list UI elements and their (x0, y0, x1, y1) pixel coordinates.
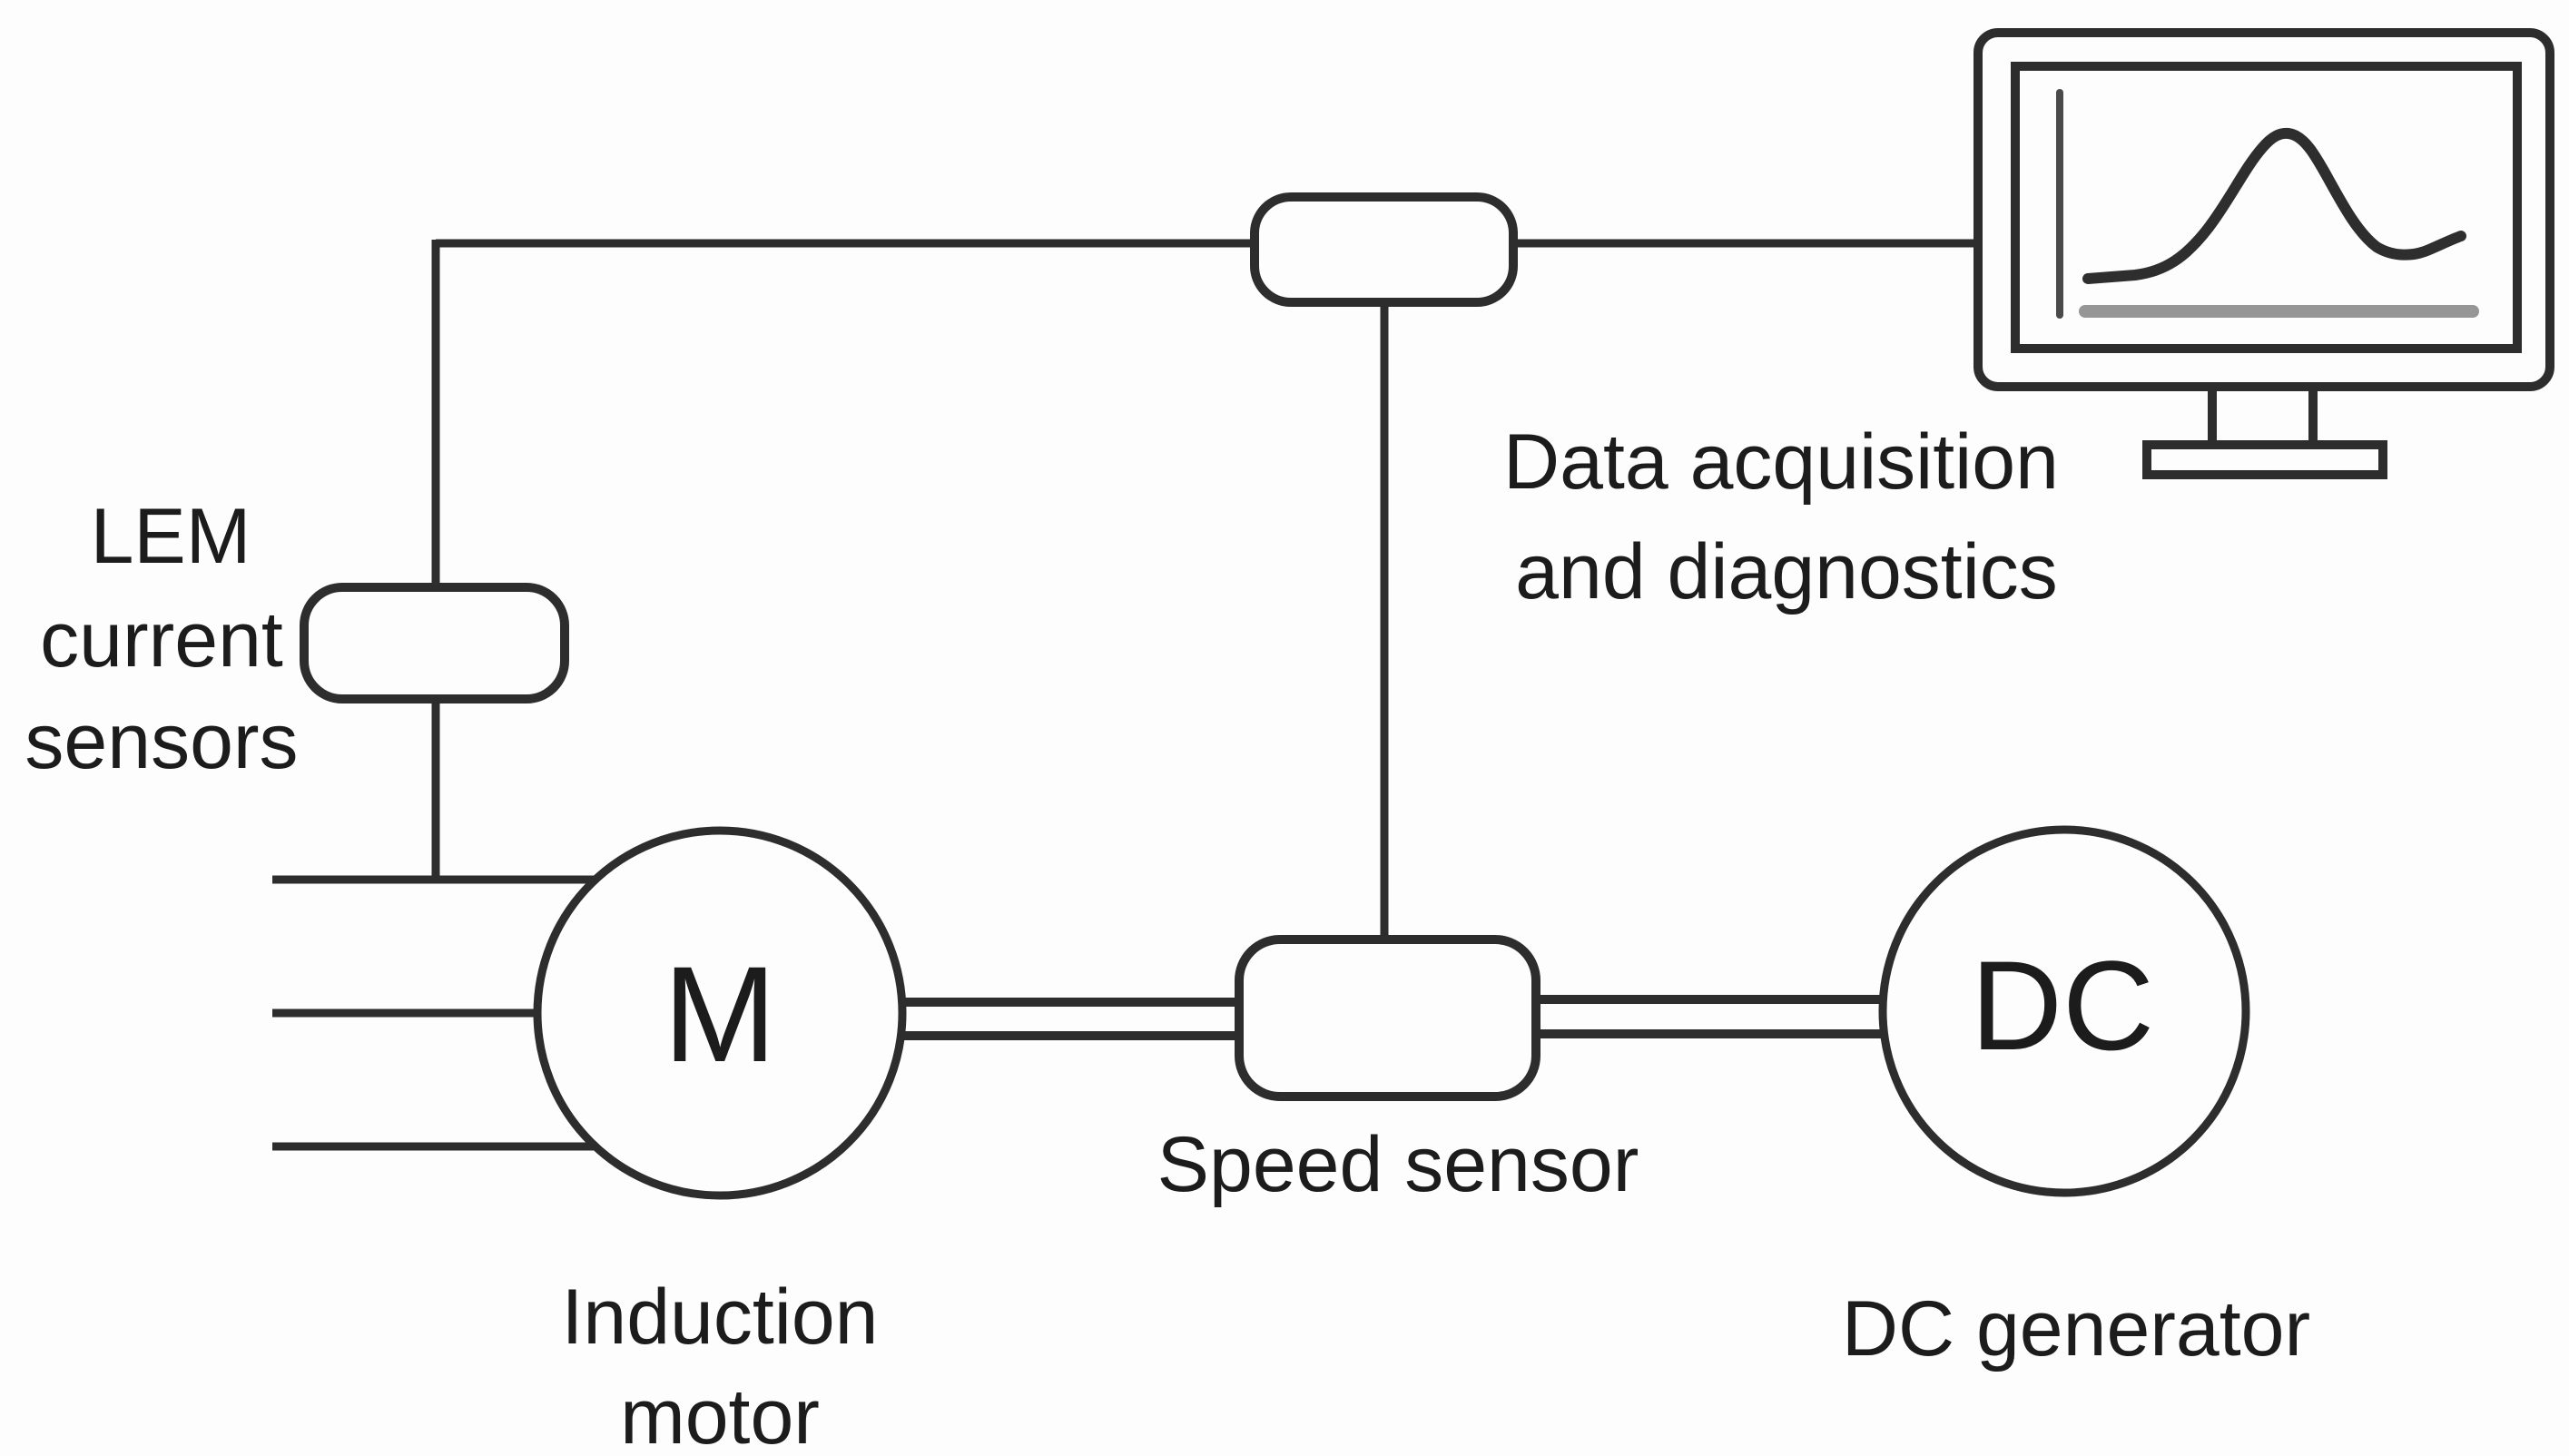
induction-motor-label-line1: Induction (561, 1274, 878, 1361)
screen-plot-peak-curve (2082, 127, 2466, 284)
lem-label-line1: LEM (91, 493, 251, 580)
dc-generator-symbol: DC (1971, 934, 2154, 1077)
lem-current-sensor-box (300, 583, 569, 703)
daq-junction-box (1250, 192, 1518, 307)
daq-label-line2: and diagnostics (1515, 528, 2058, 615)
induction-motor-symbol: M (664, 938, 777, 1090)
speed-sensor-label: Speed sensor (1157, 1121, 1639, 1208)
lem-label-line3: sensors (25, 698, 298, 785)
monitor-stand-base (2142, 440, 2387, 479)
daq-label-line1: Data acquisition (1503, 418, 2059, 506)
speed-sensor-box (1235, 935, 1540, 1101)
induction-motor-label-line2: motor (620, 1373, 820, 1456)
monitor-stand-neck (2208, 380, 2318, 451)
induction-motor-circle (533, 826, 907, 1200)
dc-generator-label: DC generator (1842, 1285, 2310, 1372)
dc-generator-circle (1878, 825, 2250, 1197)
lem-label-line2: current (40, 596, 283, 684)
monitor-screen (2011, 62, 2522, 353)
